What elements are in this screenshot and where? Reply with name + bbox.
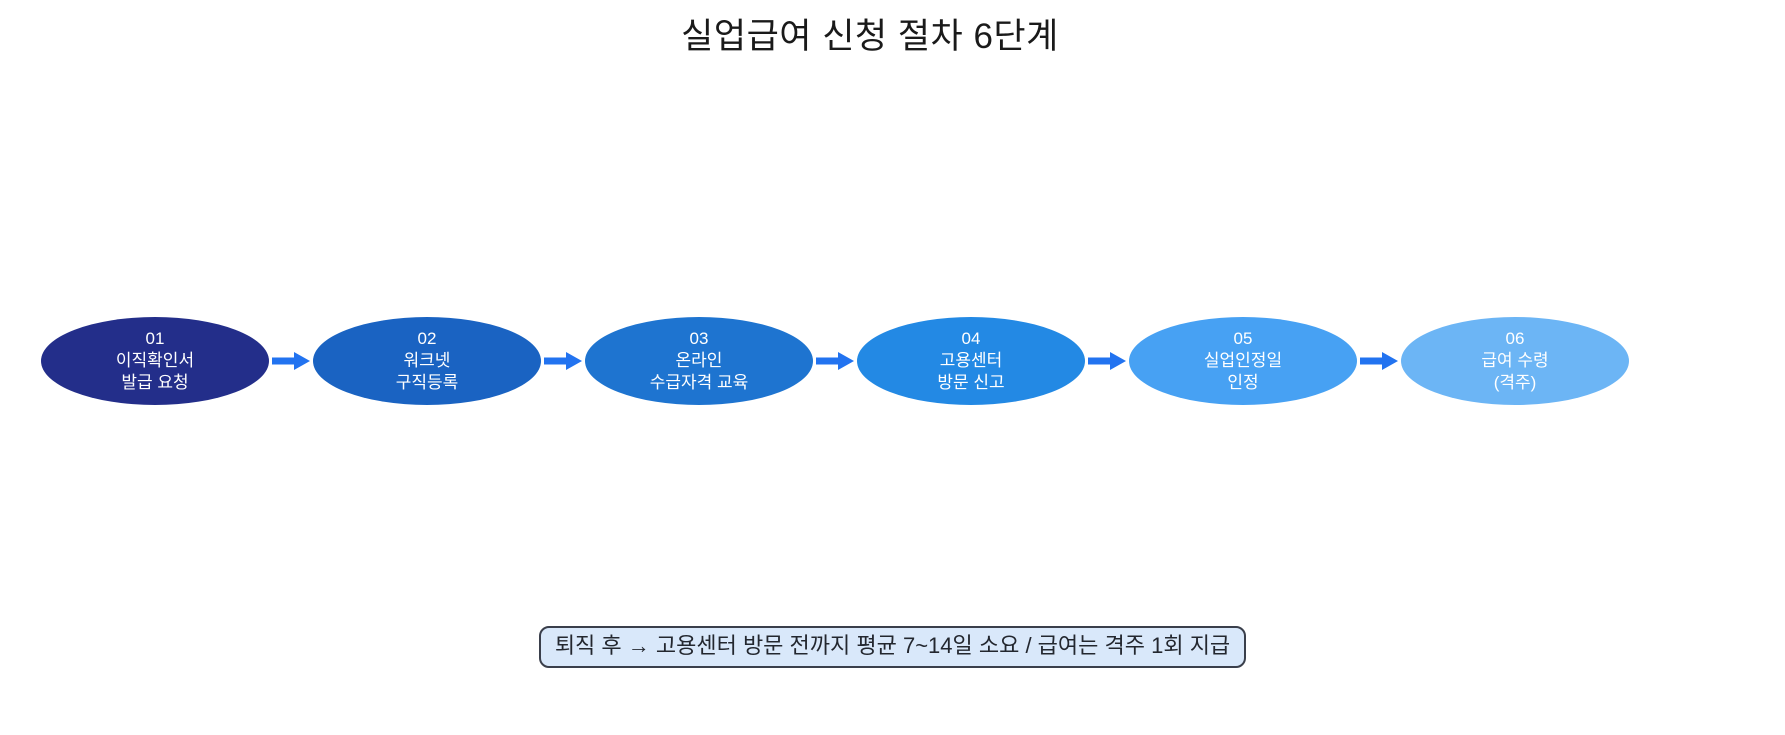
step-node-1: 01 이직확인서 발급 요청 <box>41 317 269 405</box>
step-label-line2: 인정 <box>1227 373 1259 392</box>
step-label-line2: 발급 요청 <box>121 373 189 392</box>
step-label-line1: 온라인 <box>675 351 723 370</box>
note-box: 퇴직 후 → 고용센터 방문 전까지 평균 7~14일 소요 / 급여는 격주 … <box>538 626 1247 668</box>
arrow-right-icon <box>1357 317 1401 405</box>
step-node-2: 02 워크넷 구직등록 <box>313 317 541 405</box>
step-node-5: 05 실업인정일 인정 <box>1129 317 1357 405</box>
step-label-line1: 실업인정일 <box>1203 351 1283 370</box>
arrow-right-icon <box>269 317 313 405</box>
step-number: 05 <box>1233 329 1253 348</box>
note-container: 퇴직 후 → 고용센터 방문 전까지 평균 7~14일 소요 / 급여는 격주 … <box>0 626 1785 668</box>
step-number: 02 <box>417 329 437 348</box>
arrow-right-icon <box>1085 317 1129 405</box>
step-label-line1: 급여 수령 <box>1481 351 1549 370</box>
step-number: 04 <box>961 329 981 348</box>
step-label-line1: 고용센터 <box>939 351 1003 370</box>
process-flow: 01 이직확인서 발급 요청 02 워크넷 구직등록 03 온라인 수급자격 교… <box>41 317 1629 405</box>
note-text: 퇴직 후 → 고용센터 방문 전까지 평균 7~14일 소요 / 급여는 격주 … <box>554 633 1231 658</box>
diagram-title: 실업급여 신청 절차 6단계 <box>681 17 1059 56</box>
step-node-6: 06 급여 수령 (격주) <box>1401 317 1629 405</box>
step-label-line2: 방문 신고 <box>937 373 1005 392</box>
step-number: 06 <box>1505 329 1525 348</box>
arrow-right-icon <box>541 317 585 405</box>
step-label-line1: 워크넷 <box>403 351 451 370</box>
step-label-line2: 구직등록 <box>395 373 459 392</box>
step-label-line1: 이직확인서 <box>115 351 195 370</box>
step-node-4: 04 고용센터 방문 신고 <box>857 317 1085 405</box>
step-label-line2: (격주) <box>1493 373 1537 392</box>
arrow-right-icon <box>813 317 857 405</box>
step-number: 03 <box>689 329 709 348</box>
step-node-3: 03 온라인 수급자격 교육 <box>585 317 813 405</box>
step-number: 01 <box>145 329 165 348</box>
step-label-line2: 수급자격 교육 <box>649 373 749 392</box>
